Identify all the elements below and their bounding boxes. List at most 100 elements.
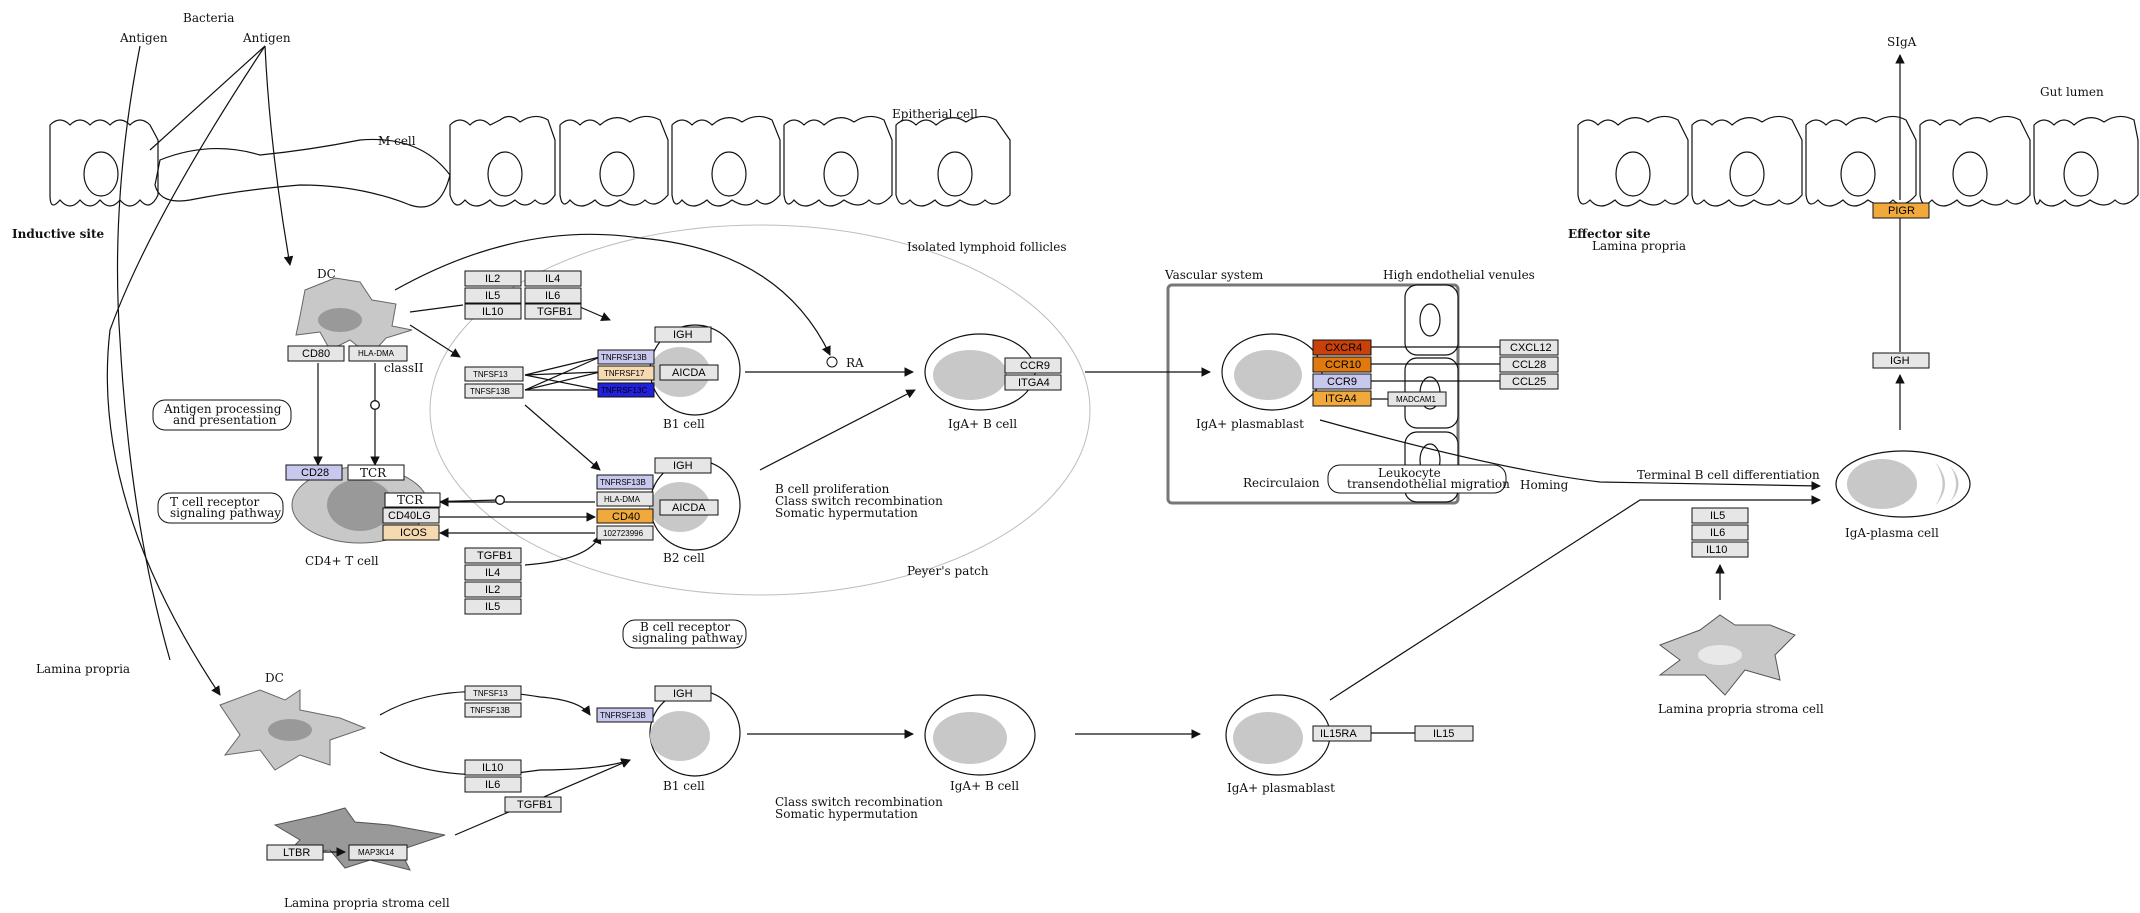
class2-label: classII bbox=[384, 361, 424, 375]
tcr-pathway-box[interactable] bbox=[157, 492, 284, 524]
iga-b-cell-top-label: IgA+ B cell bbox=[948, 417, 1017, 431]
csr-bottom-1: Class switch recombination bbox=[775, 795, 943, 809]
leukocyte-l1: Leukocyte bbox=[1378, 466, 1441, 480]
gene-aicda-2: AICDA bbox=[672, 502, 706, 514]
m-cell bbox=[154, 138, 451, 208]
gene-tnfrsf17: TNFRSF17 bbox=[604, 369, 645, 378]
peyers-patch-region bbox=[429, 224, 1091, 596]
gene-il6-b: IL6 bbox=[485, 779, 500, 791]
gene-il5-c: IL5 bbox=[1710, 510, 1725, 522]
antigen-processing-box[interactable] bbox=[152, 399, 292, 431]
bacteria-label: Bacteria bbox=[183, 11, 234, 25]
csr-bottom-2: Somatic hypermutation bbox=[775, 807, 918, 821]
cd4-t-cell-label: CD4+ T cell bbox=[305, 554, 379, 568]
b1-cell-bottom-label: B1 cell bbox=[663, 779, 705, 793]
gene-tgfb1-c: TGFB1 bbox=[517, 799, 552, 811]
lp-stroma-cell-bottom bbox=[273, 807, 446, 871]
gene-pigr: PIGR bbox=[1888, 205, 1915, 217]
gene-madcam1: MADCAM1 bbox=[1396, 395, 1437, 404]
epithelium-left bbox=[49, 115, 1011, 208]
tcr-label-top: TCR bbox=[360, 466, 387, 480]
gene-ccr9-a: CCR9 bbox=[1020, 360, 1050, 372]
gene-tnfsf13-b: TNFSF13 bbox=[473, 689, 508, 698]
bcr-pathway-box[interactable] bbox=[622, 619, 747, 649]
b2-cell-label: B2 cell bbox=[663, 551, 705, 565]
gene-hla-dma-1: HLA-DMA bbox=[358, 349, 395, 358]
antigen-label-left: Antigen bbox=[119, 31, 168, 45]
lp-stroma-bottom-label: Lamina propria stroma cell bbox=[284, 896, 450, 910]
gene-igh-4: IGH bbox=[1890, 355, 1910, 367]
tcr-pathway-l1: T cell receptor bbox=[170, 495, 260, 509]
gene-il6-a: IL6 bbox=[545, 290, 560, 302]
iga-plasmablast-top-label: IgA+ plasmablast bbox=[1196, 417, 1304, 431]
tcr-box-top[interactable] bbox=[347, 464, 405, 481]
m-cell-label: M cell bbox=[378, 134, 416, 148]
homing-label: Homing bbox=[1520, 478, 1569, 492]
antigen-processing-l1: Antigen processing bbox=[163, 402, 282, 416]
leukocyte-l2: transendothelial migration bbox=[1347, 477, 1510, 491]
gene-tnfsf13b-b: TNFSF13B bbox=[470, 706, 510, 715]
gene-tnfrsf13c: TNFRSF13C bbox=[601, 386, 647, 395]
isolated-lymphoid-follicles-label: Isolated lymphoid follicles bbox=[907, 240, 1067, 254]
gene-tnfsf13-a: TNFSF13 bbox=[473, 370, 508, 379]
peyers-patch-label: Peyer's patch bbox=[907, 564, 989, 578]
gene-il4-a: IL4 bbox=[545, 273, 560, 285]
gene-cd40: CD40 bbox=[612, 511, 640, 523]
gene-il6-c: IL6 bbox=[1710, 527, 1725, 539]
gene-tgfb1-a: TGFB1 bbox=[537, 306, 572, 318]
vascular-system-label: Vascular system bbox=[1164, 268, 1264, 282]
gene-cxcl12: CXCL12 bbox=[1510, 342, 1552, 354]
bcr-pathway-l2: signaling pathway bbox=[632, 631, 743, 645]
antigen-paths bbox=[106, 45, 294, 696]
dc-top-label: DC bbox=[317, 267, 336, 281]
hev-label: High endothelial venules bbox=[1383, 268, 1535, 282]
epithelial-nucleus bbox=[83, 151, 119, 197]
gene-igh-1: IGH bbox=[673, 329, 693, 341]
gene-tnfsf13b-a: TNFSF13B bbox=[470, 387, 510, 396]
gene-tnfrsf13b-c: TNFRSF13B bbox=[600, 711, 646, 720]
gene-cd80: CD80 bbox=[302, 348, 330, 360]
gene-ltbr: LTBR bbox=[283, 847, 310, 859]
lp-stroma-right-label: Lamina propria stroma cell bbox=[1658, 702, 1824, 716]
gene-il5-a: IL5 bbox=[485, 290, 500, 302]
tcr-box-bottom[interactable] bbox=[384, 492, 441, 508]
gut-lumen-label: Gut lumen bbox=[2040, 85, 2104, 99]
gene-il5-b: IL5 bbox=[485, 601, 500, 613]
gene-il15: IL15 bbox=[1433, 728, 1454, 740]
epithelial-cell-label: Epitherial cell bbox=[892, 107, 978, 121]
gene-il2-a: IL2 bbox=[485, 273, 500, 285]
gene-tgfb1-b: TGFB1 bbox=[477, 550, 512, 562]
antigen-processing-l2: and presentation bbox=[173, 413, 277, 427]
gene-il2-b: IL2 bbox=[485, 584, 500, 596]
gene-itga4-a: ITGA4 bbox=[1018, 377, 1050, 389]
tcr-pathway-l2: signaling pathway bbox=[170, 506, 281, 520]
recirculation-label: Recirculaion bbox=[1243, 476, 1320, 490]
gene-tnfrsf13b-b: TNFRSF13B bbox=[600, 478, 646, 487]
ra-marker bbox=[826, 356, 838, 368]
gene-igh-3: IGH bbox=[673, 688, 693, 700]
gene-il10-a: IL10 bbox=[482, 306, 503, 318]
iga-plasma-cell-label: IgA-plasma cell bbox=[1845, 526, 1939, 540]
gene-il15ra: IL15RA bbox=[1320, 728, 1357, 740]
gene-icos: ICOS bbox=[400, 527, 427, 539]
leukocyte-migration-box[interactable] bbox=[1327, 464, 1507, 494]
antigen-label-right: Antigen bbox=[242, 31, 291, 45]
gene-itga4-b: ITGA4 bbox=[1325, 393, 1357, 405]
gene-il10-c: IL10 bbox=[1706, 544, 1727, 556]
iga-plasmablast-bottom-label: IgA+ plasmablast bbox=[1227, 781, 1335, 795]
gene-boxes: IL2 IL4 IL5 IL6 IL10 TGFB1 IGH TNFSF13 T… bbox=[266, 202, 1930, 861]
siga-label: SIgA bbox=[1887, 35, 1917, 49]
lamina-propria-left-label: Lamina propria bbox=[36, 662, 130, 676]
gene-ccr10: CCR10 bbox=[1325, 359, 1361, 371]
tcr-label-bottom: TCR bbox=[397, 493, 424, 507]
ra-label: RA bbox=[846, 356, 864, 370]
gene-map3k14: MAP3K14 bbox=[358, 848, 395, 857]
bcr-pathway-l1: B cell receptor bbox=[640, 620, 730, 634]
gene-il10-b: IL10 bbox=[482, 762, 503, 774]
terminal-b-label: Terminal B cell differentiation bbox=[1637, 468, 1820, 482]
gene-hla-dma-2: HLA-DMA bbox=[604, 495, 641, 504]
bcell-prolif-2: Class switch recombination bbox=[775, 494, 943, 508]
bcell-prolif-1: B cell proliferation bbox=[775, 482, 890, 496]
gene-aicda-1: AICDA bbox=[672, 367, 706, 379]
